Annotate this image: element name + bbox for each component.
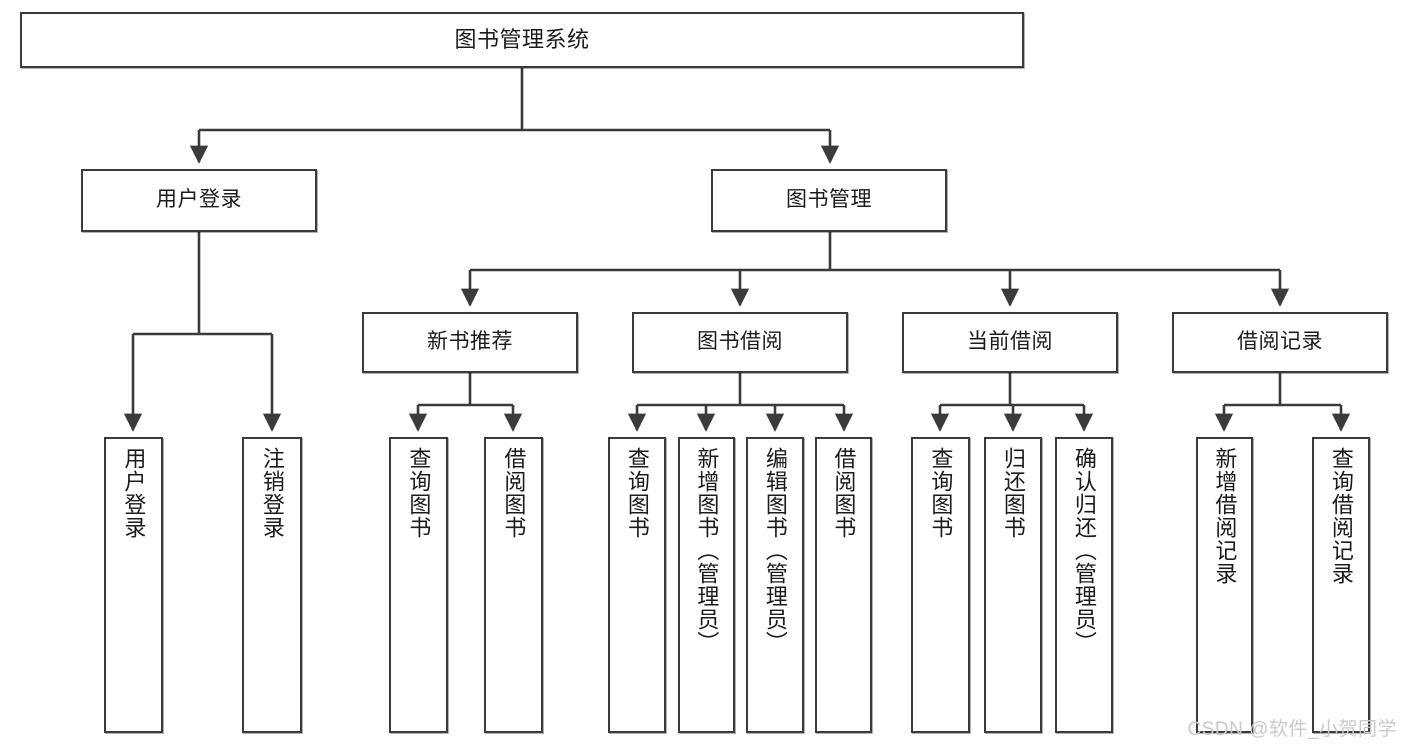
leaf-current-borrow-query[interactable]: 查询图书 bbox=[911, 437, 970, 733]
leaf-new-book-query[interactable]: 查询图书 bbox=[389, 437, 448, 733]
leaf-user-login-signout[interactable]: 注销登录 bbox=[242, 437, 302, 733]
node-label: 新书推荐 bbox=[427, 330, 513, 354]
node-label: 用户登录 bbox=[156, 188, 242, 212]
node-label: 新增图书（管理员） bbox=[694, 447, 720, 654]
node-label: 当前借阅 bbox=[967, 330, 1053, 354]
leaf-book-borrow-add[interactable]: 新增图书（管理员） bbox=[678, 437, 735, 733]
node-label: 注销登录 bbox=[259, 447, 285, 539]
node-new-book-recommend[interactable]: 新书推荐 bbox=[362, 312, 578, 373]
leaf-borrow-record-add[interactable]: 新增借阅记录 bbox=[1196, 437, 1253, 733]
node-label: 确认归还（管理员） bbox=[1071, 447, 1097, 654]
leaf-current-borrow-return[interactable]: 归还图书 bbox=[984, 437, 1042, 733]
node-label: 查询图书 bbox=[406, 447, 432, 539]
node-label: 借阅图书 bbox=[501, 447, 527, 539]
csdn-watermark: CSDN @软件_小贺同学 bbox=[1187, 719, 1397, 740]
leaf-book-borrow-borrow[interactable]: 借阅图书 bbox=[815, 437, 872, 733]
node-label: 借阅图书 bbox=[831, 447, 857, 539]
node-book-borrow[interactable]: 图书借阅 bbox=[632, 312, 848, 373]
node-label: 查询图书 bbox=[928, 447, 954, 539]
leaf-book-borrow-query[interactable]: 查询图书 bbox=[608, 437, 666, 733]
node-label: 编辑图书（管理员） bbox=[762, 447, 788, 654]
node-current-borrow[interactable]: 当前借阅 bbox=[902, 312, 1118, 373]
leaf-current-borrow-confirm-return[interactable]: 确认归还（管理员） bbox=[1055, 437, 1113, 733]
node-label: 图书管理系统 bbox=[454, 27, 590, 53]
node-label: 借阅记录 bbox=[1237, 330, 1323, 354]
node-root-system[interactable]: 图书管理系统 bbox=[20, 12, 1024, 68]
leaf-new-book-borrow[interactable]: 借阅图书 bbox=[484, 437, 543, 733]
node-borrow-record[interactable]: 借阅记录 bbox=[1172, 312, 1388, 373]
leaf-borrow-record-query[interactable]: 查询借阅记录 bbox=[1312, 437, 1370, 733]
node-label: 用户登录 bbox=[121, 447, 147, 539]
leaf-user-login-signin[interactable]: 用户登录 bbox=[104, 437, 163, 733]
node-label: 图书管理 bbox=[786, 188, 872, 212]
node-user-login[interactable]: 用户登录 bbox=[81, 169, 317, 232]
node-label: 查询借阅记录 bbox=[1328, 447, 1354, 585]
node-label: 归还图书 bbox=[1000, 447, 1026, 539]
node-label: 查询图书 bbox=[624, 447, 650, 539]
node-book-management[interactable]: 图书管理 bbox=[711, 169, 947, 232]
leaf-book-borrow-edit[interactable]: 编辑图书（管理员） bbox=[746, 437, 804, 733]
node-label: 新增借阅记录 bbox=[1212, 447, 1238, 585]
node-label: 图书借阅 bbox=[697, 330, 783, 354]
